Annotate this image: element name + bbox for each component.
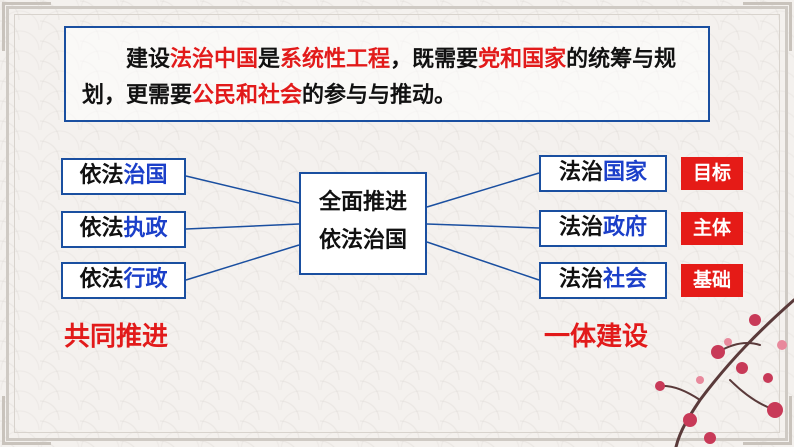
plum-blossom-decoration xyxy=(0,0,794,447)
